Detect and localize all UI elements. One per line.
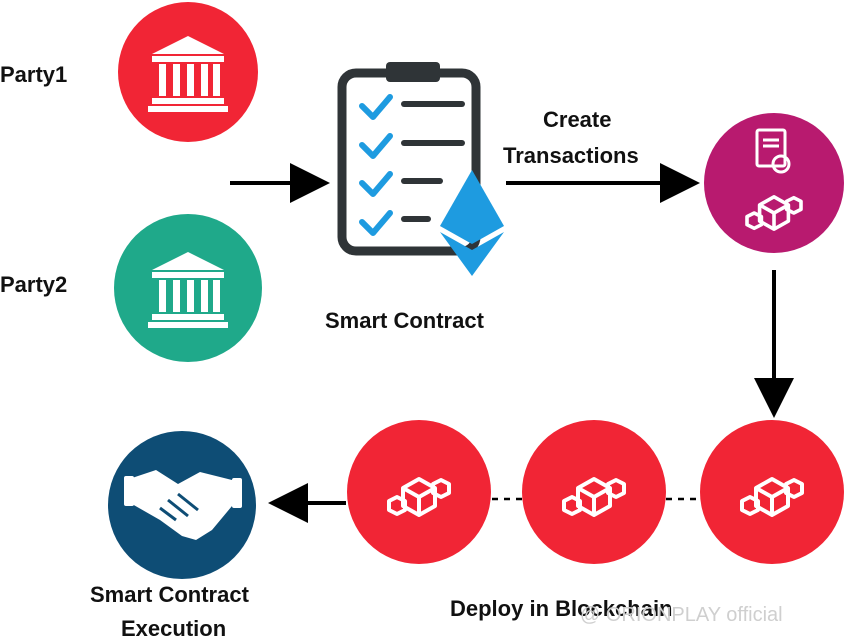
party1-node — [118, 2, 258, 142]
party2-label: Party2 — [0, 272, 68, 297]
block-node-3 — [700, 420, 844, 564]
transactions-node — [704, 113, 844, 253]
execution-node — [108, 431, 256, 579]
smart-contract-icon — [337, 62, 504, 276]
block-node-1 — [347, 420, 491, 564]
deploy-label: Deploy in Blockchain — [450, 596, 673, 621]
ethereum-icon — [440, 170, 504, 276]
checkmark-icon — [359, 94, 393, 236]
execution-label-line1: Smart Contract — [90, 582, 249, 607]
handshake-icon — [124, 470, 242, 540]
party2-node — [114, 214, 262, 362]
block-node-2 — [522, 420, 666, 564]
watermark: @ ORIONPLAY official — [580, 604, 783, 626]
execution-label-line2: Execution — [121, 616, 227, 641]
party1-label: Party1 — [0, 62, 68, 87]
create-transactions-label-line1: Create — [543, 107, 612, 132]
certificate-icon — [755, 128, 791, 174]
create-transactions-label-line2: Transactions — [503, 143, 639, 168]
smart-contract-label: Smart Contract — [325, 308, 484, 333]
